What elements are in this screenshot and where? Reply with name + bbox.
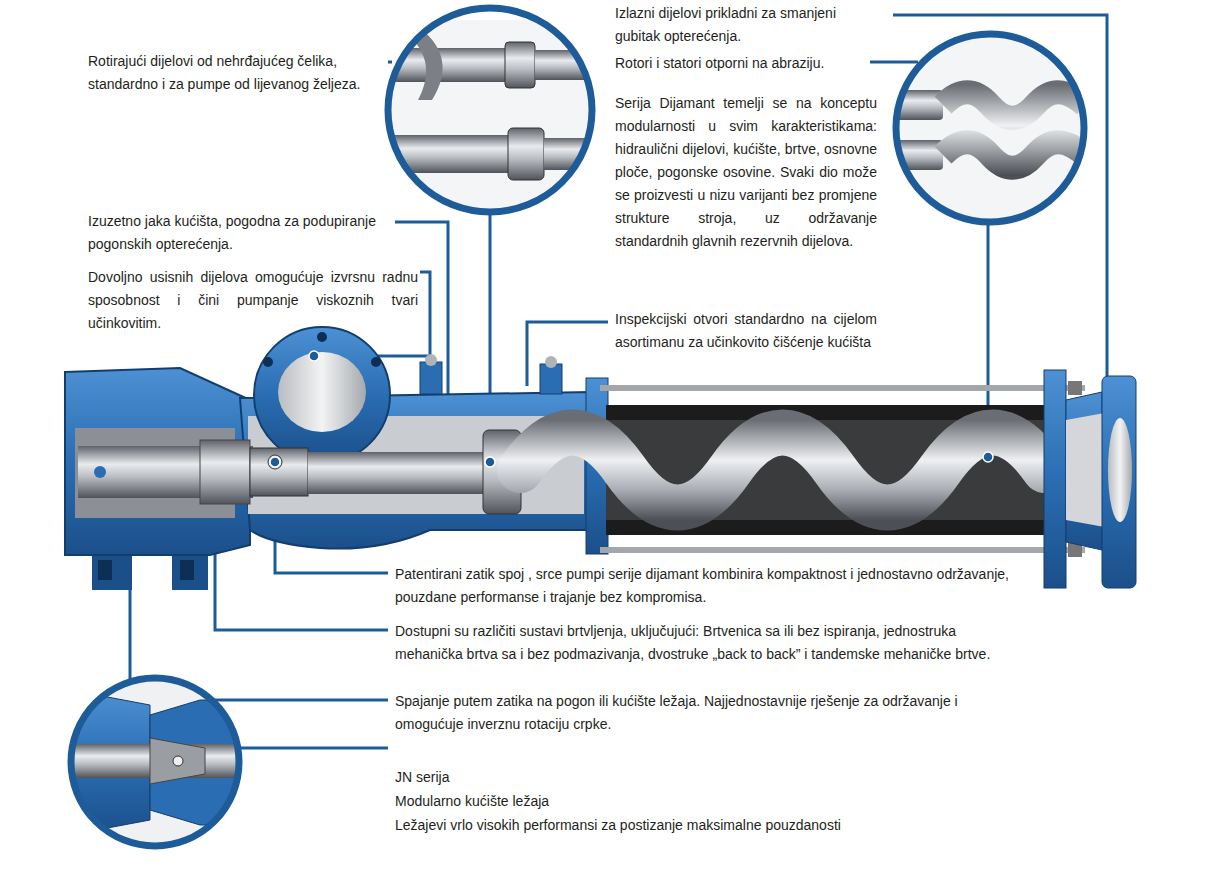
- pump-body-part: [250, 448, 308, 496]
- callout-text: Inspekcijski otvori standardno na cijelo…: [615, 308, 877, 354]
- pump-body-part: [520, 433, 1045, 508]
- pump-body-part: [1068, 381, 1082, 395]
- callout-text: Ležajevi vrlo visokih performansi za pos…: [395, 814, 1015, 837]
- leader-dots-part: [485, 457, 495, 467]
- callout-text: Serija Dijamant temelji se na konceptu m…: [615, 92, 877, 253]
- pump-body-part: [425, 354, 437, 366]
- leader-lines-part: [893, 15, 1107, 392]
- callout-text: Patentirani zatik spoj , srce pumpi seri…: [395, 563, 1015, 609]
- callout-text: Dostupni su različiti sustavi brtvljenja…: [395, 620, 1015, 666]
- inset-rotating-parts: [380, 8, 600, 212]
- pump-body-part: [268, 455, 282, 469]
- pump-body-part: [317, 332, 327, 342]
- pump-body-part: [308, 452, 483, 494]
- pump-body-part: [420, 362, 442, 394]
- pump-body-part: [263, 357, 273, 367]
- inset-pin-coupling-part-part: [150, 738, 205, 784]
- inset-rotors: [895, 34, 1085, 225]
- pump-body-part: [1108, 418, 1132, 522]
- inset-rotors-part: [895, 35, 1085, 225]
- inset-rotors-part: [896, 34, 1084, 222]
- inset-rotors-part-part: [895, 35, 1085, 225]
- pump-body-part: [180, 560, 194, 580]
- pump-body-part: [600, 547, 1085, 553]
- pump-body-part: [254, 327, 390, 463]
- leader-dots-part: [309, 351, 319, 361]
- leader-lines-part: [388, 61, 392, 64]
- inset-rotating-parts-part-part: [402, 28, 443, 100]
- pump-body-part: [98, 560, 112, 580]
- callout-text: Spajanje putem zatika na pogon ili kućiš…: [395, 690, 1015, 736]
- callout-text: Dovoljno usisnih dijelova omogućuje izvr…: [88, 266, 418, 335]
- callout-text: Rotori i statori otporni na abraziju.: [615, 52, 877, 75]
- leader-lines-part: [870, 61, 918, 64]
- leader-lines-part: [190, 699, 388, 702]
- pump-body-part: [1044, 370, 1066, 588]
- inset-pin-coupling-part-part: [173, 756, 183, 766]
- callout-text: Rotirajući dijelovi od nehrđajućeg čelik…: [88, 50, 384, 96]
- callout-text: Izuzetno jaka kućišta, pogodna za podupi…: [88, 210, 388, 256]
- inset-rotors-part-part: [943, 142, 1085, 168]
- leader-lines-part: [129, 585, 132, 680]
- leader-dots-part: [270, 457, 280, 467]
- callout-text: Izlazni dijelovi prikladni za smanjeni g…: [615, 2, 877, 48]
- inset-rotating-parts-part-part: [535, 50, 600, 80]
- callout-text: Modularno kućište ležaja: [395, 790, 1015, 813]
- pump-body-part: [600, 385, 1085, 391]
- pump-body-part: [94, 466, 106, 478]
- leader-lines-part: [527, 322, 608, 386]
- leader-lines-part: [395, 222, 448, 398]
- pump-body-part: [540, 364, 562, 394]
- inset-rotating-parts-part-part: [505, 42, 535, 88]
- pump-body-part: [278, 352, 366, 432]
- inset-rotating-parts-part-part: [508, 128, 544, 180]
- callout-text: JN serija: [395, 766, 1015, 789]
- pump-body-part: [371, 357, 381, 367]
- pump-body-part: [545, 356, 557, 368]
- leader-dots-part: [983, 452, 993, 462]
- inset-pin-coupling-part: [71, 678, 239, 846]
- inset-rotors-part-part: [943, 92, 1085, 118]
- pump-body-part: [1102, 376, 1136, 588]
- pump-body: [65, 327, 1136, 590]
- inset-rotating-parts-part: [388, 8, 592, 212]
- inset-pin-coupling: [70, 678, 240, 846]
- leader-lines: [130, 15, 1107, 748]
- leader-dots: [270, 351, 993, 467]
- pump-body-part: [200, 440, 250, 504]
